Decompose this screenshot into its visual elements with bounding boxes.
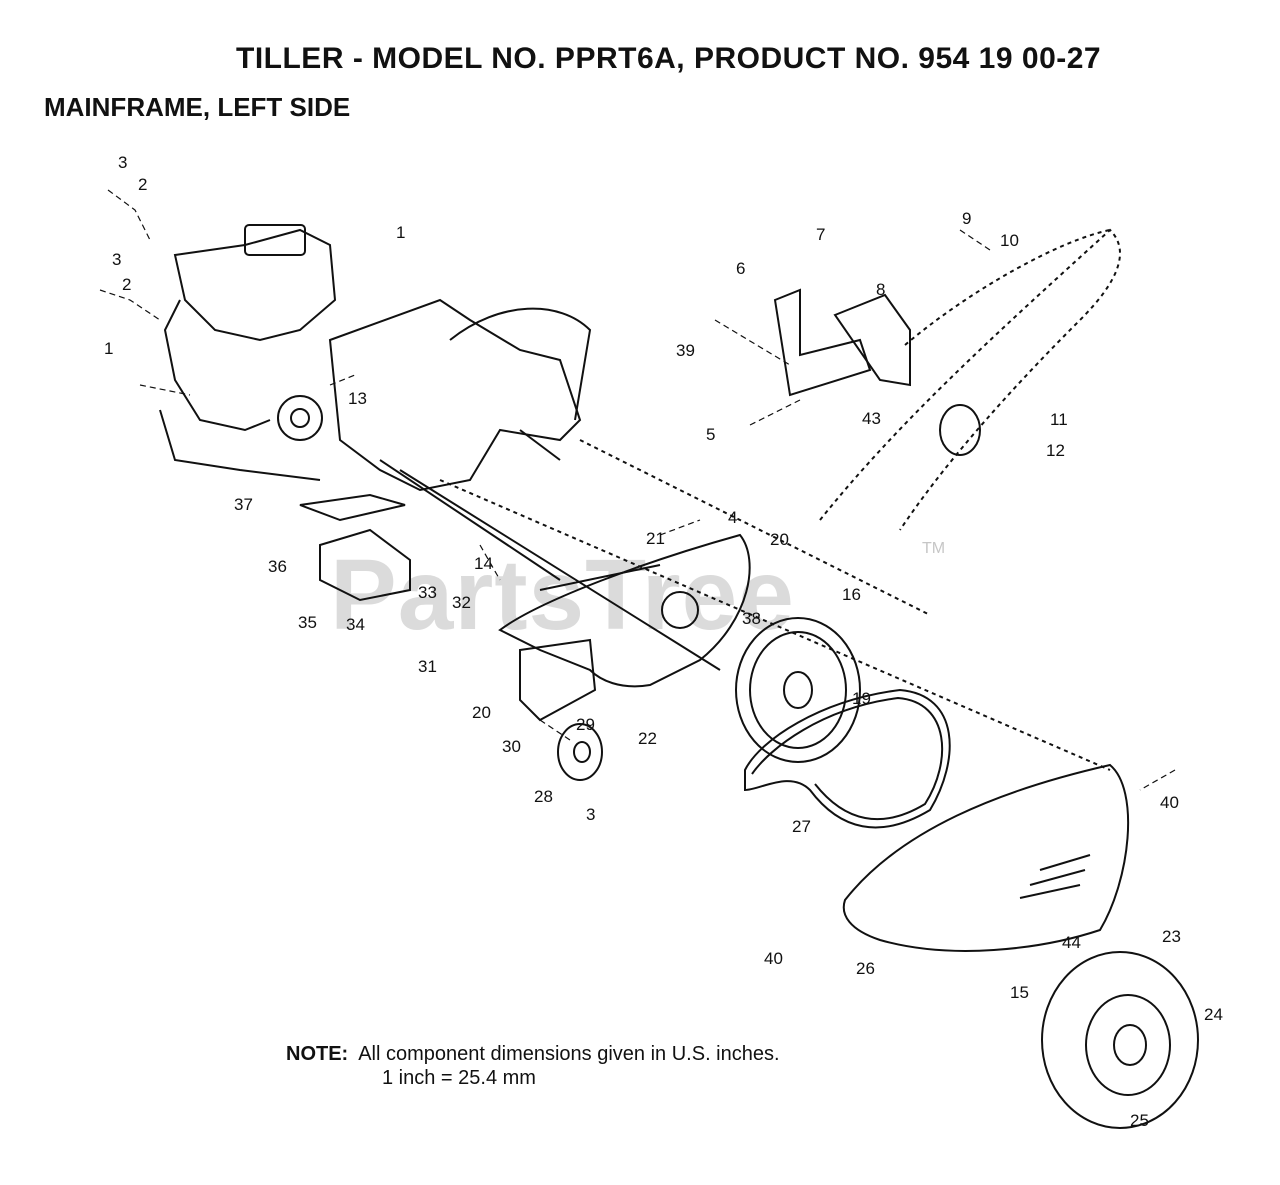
callout-labels: 3 2 3 2 1 1 13 37 36 35 34 33 32 31 14 2… (104, 153, 1223, 1130)
callout-20: 20 (770, 530, 789, 549)
callout-5: 5 (706, 425, 715, 444)
callout-43: 43 (862, 409, 881, 428)
callout-36: 36 (268, 557, 287, 576)
callout-2: 2 (122, 275, 131, 294)
shield-icon (299, 493, 411, 602)
callout-23: 23 (1162, 927, 1181, 946)
bracket-icon (773, 288, 981, 456)
callout-8: 8 (876, 280, 885, 299)
callout-27: 27 (792, 817, 811, 836)
chain-guard-icon (439, 228, 1121, 771)
callout-44: 44 (1062, 933, 1081, 952)
wheel-icon (1041, 951, 1199, 1129)
callout-14: 14 (474, 554, 493, 573)
note-line1: All component dimensions given in U.S. i… (358, 1043, 780, 1065)
callout-7: 7 (816, 225, 825, 244)
idler-pulley-icon (557, 723, 603, 781)
note-label: NOTE: (286, 1043, 349, 1065)
callout-4: 4 (728, 508, 737, 527)
callout-3: 3 (118, 153, 127, 172)
callout-21: 21 (646, 529, 665, 548)
callout-1: 1 (104, 339, 113, 358)
callout-34: 34 (346, 615, 365, 634)
callout-3: 3 (586, 805, 595, 824)
callout-11: 11 (1050, 410, 1068, 429)
callout-16: 16 (842, 585, 861, 604)
callout-9: 9 (962, 209, 971, 228)
callout-12: 12 (1046, 441, 1065, 460)
engine-icon (159, 224, 337, 481)
callout-22: 22 (638, 729, 657, 748)
v-belt-icon (744, 688, 951, 829)
callout-1: 1 (396, 223, 405, 242)
callout-38: 38 (742, 609, 761, 628)
callout-39: 39 (676, 341, 695, 360)
callout-3: 3 (112, 250, 121, 269)
leader-lines (99, 189, 1176, 791)
pulley-icon (735, 617, 861, 763)
callout-2: 2 (138, 175, 147, 194)
callout-6: 6 (736, 259, 745, 278)
belt-cover-icon (498, 533, 751, 722)
note-line2: 1 inch = 25.4 mm (382, 1067, 536, 1089)
callout-31: 31 (418, 657, 437, 676)
page-subtitle: MAINFRAME, LEFT SIDE (44, 92, 351, 122)
callout-13: 13 (348, 389, 367, 408)
tine-hood-icon (842, 763, 1130, 952)
mainframe-icon (328, 298, 721, 671)
callout-28: 28 (534, 787, 553, 806)
callout-19: 19 (852, 689, 871, 708)
page-title: TILLER - MODEL NO. PPRT6A, PRODUCT NO. 9… (236, 42, 1102, 75)
callout-25: 25 (1130, 1111, 1149, 1130)
watermark-trademark: TM (922, 540, 946, 557)
callout-29: 29 (576, 715, 595, 734)
callout-33: 33 (418, 583, 437, 602)
callout-20: 20 (472, 703, 491, 722)
callout-30: 30 (502, 737, 521, 756)
dimension-note: NOTE: All component dimensions given in U… (286, 1042, 780, 1090)
callout-32: 32 (452, 593, 471, 612)
callout-26: 26 (856, 959, 875, 978)
callout-40: 40 (764, 949, 783, 968)
callout-40: 40 (1160, 793, 1179, 812)
callout-15: 15 (1010, 983, 1029, 1002)
callout-10: 10 (1000, 231, 1019, 250)
callout-37: 37 (234, 495, 253, 514)
callout-24: 24 (1204, 1005, 1223, 1024)
callout-35: 35 (298, 613, 317, 632)
